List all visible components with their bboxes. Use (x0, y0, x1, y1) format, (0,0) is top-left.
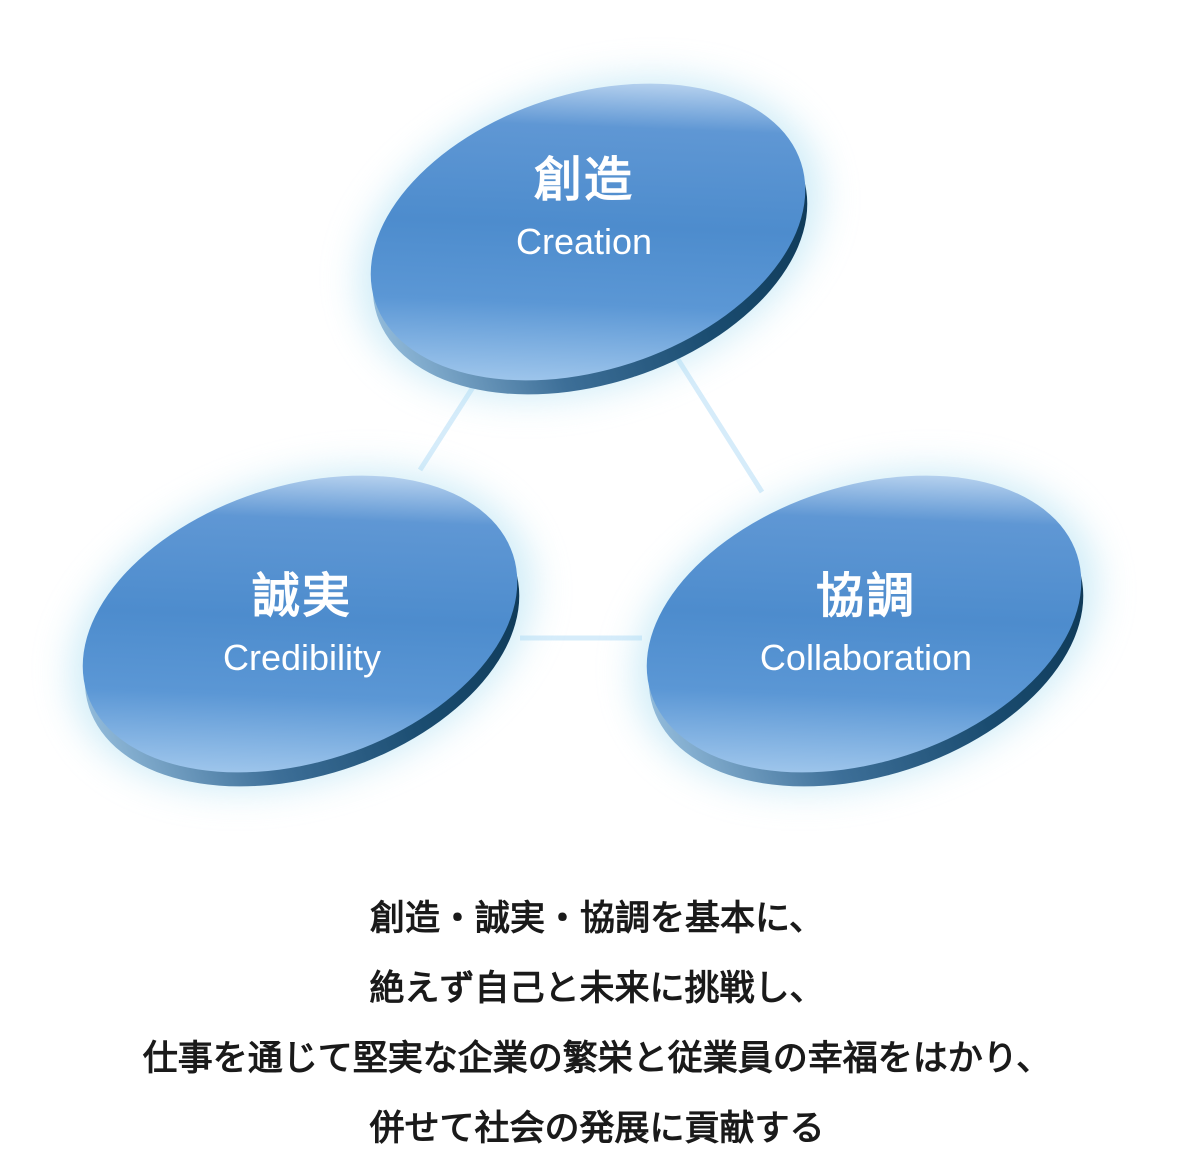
values-diagram-graphic (70, 77, 1098, 791)
values-diagram: 創造 Creation 誠実 Credibility 協調 Collaborat… (70, 77, 1098, 791)
node-collaboration-label: 協調 Collaboration (646, 566, 1086, 680)
node-creation-subtitle: Creation (515, 221, 653, 262)
node-collaboration-title: 協調 (815, 568, 916, 624)
connector-creation-collaboration (669, 348, 765, 494)
node-credibility-label: 誠実 Credibility (82, 566, 522, 680)
node-creation-title: 創造 (533, 152, 634, 208)
node-credibility-title: 誠実 (251, 568, 352, 624)
mission-statement-line: 絶えず自己と未来に挑戦し、 (369, 969, 825, 1009)
mission-statement: 創造・誠実・協調を基本に、 絶えず自己と未来に挑戦し、 仕事を通じて堅実な企業の… (0, 884, 1194, 1164)
node-credibility-subtitle: Credibility (222, 637, 382, 678)
mission-statement-line: 併せて社会の発展に貢献する (369, 1109, 825, 1149)
disc-collaboration (634, 469, 1098, 791)
node-creation-label: 創造 Creation (364, 150, 804, 264)
disc-creation-face (370, 83, 806, 381)
disc-credibility (70, 469, 534, 791)
disc-credibility-face (82, 475, 518, 773)
mission-statement-line: 仕事を通じて堅実な企業の繁栄と従業員の幸福をはかり、 (142, 1039, 1052, 1079)
mission-statement-line: 創造・誠実・協調を基本に、 (370, 899, 824, 939)
disc-creation (358, 77, 822, 399)
disc-collaboration-face (646, 475, 1082, 773)
node-collaboration-subtitle: Collaboration (759, 637, 973, 678)
